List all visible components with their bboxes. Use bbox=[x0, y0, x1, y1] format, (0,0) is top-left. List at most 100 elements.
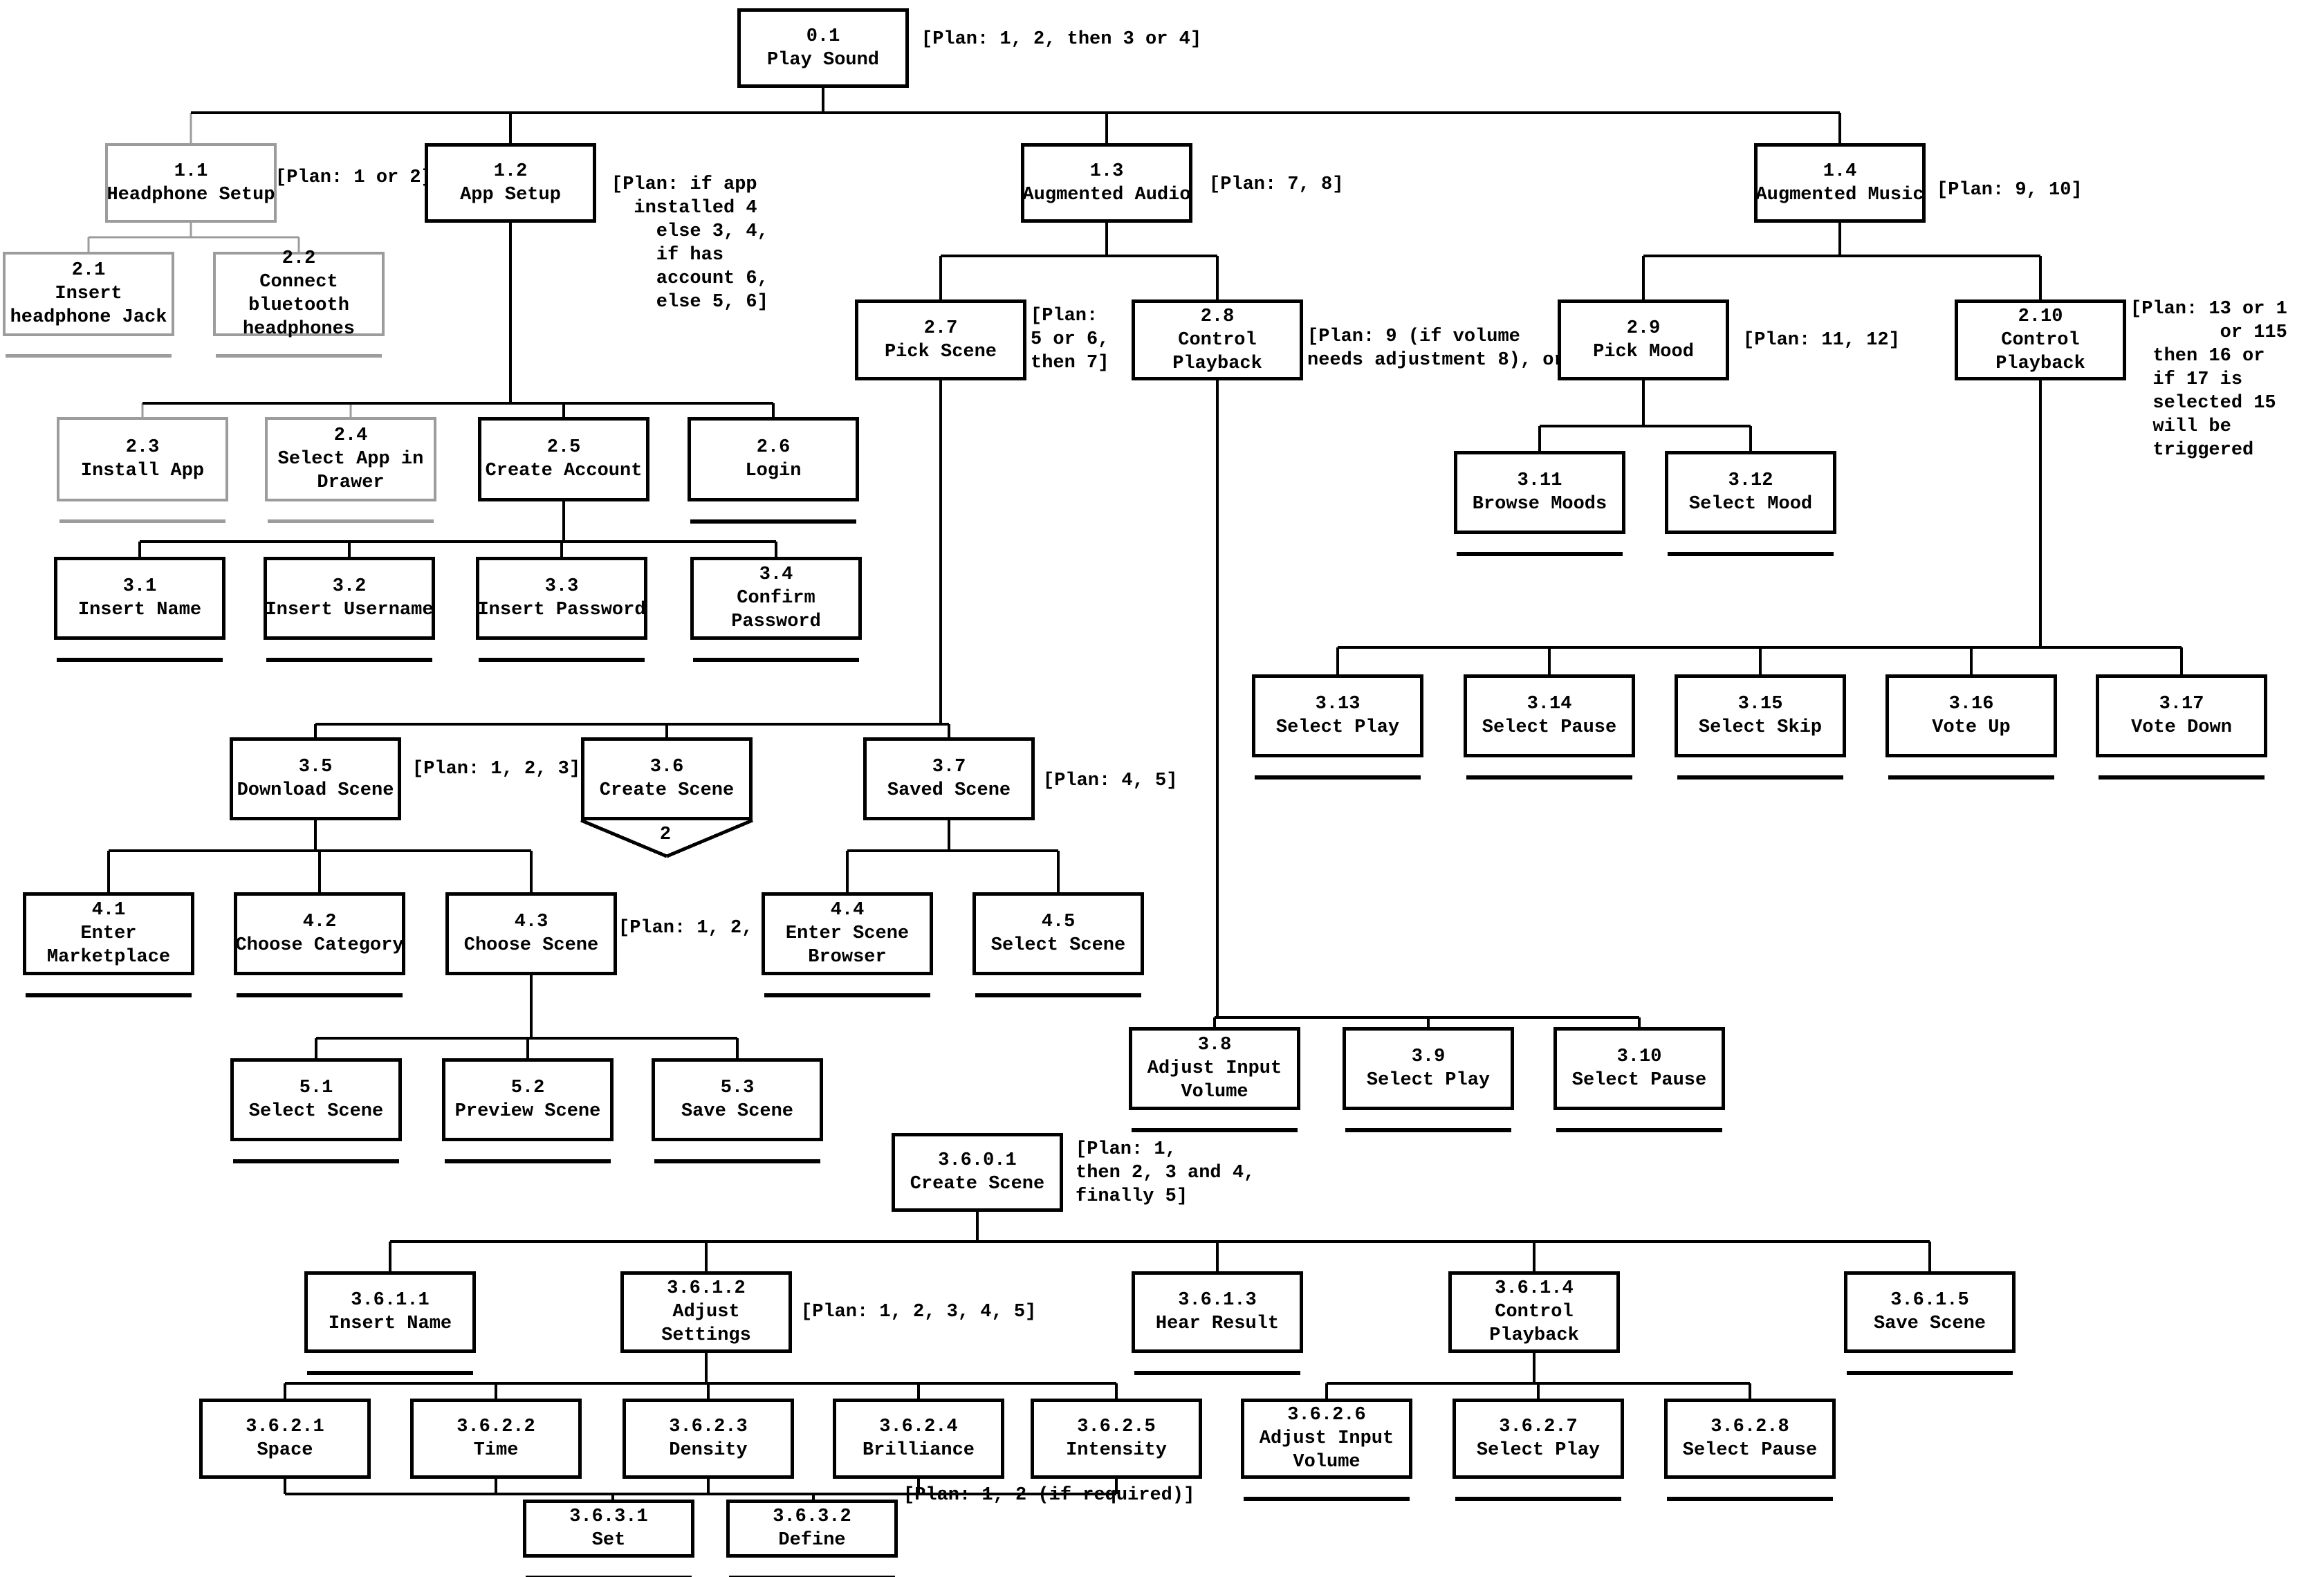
connector-segment bbox=[666, 818, 753, 858]
node-task-label: Select Skip bbox=[1698, 717, 1823, 738]
node-task-label: Select Pause bbox=[1482, 717, 1617, 738]
node-id-label: 3.17 bbox=[2159, 694, 2204, 714]
plan-3.6.3-annotation: [Plan: 1, 2 (if required)] bbox=[903, 1484, 1195, 1507]
terminal-underline bbox=[268, 519, 434, 523]
node-task-label: Playback bbox=[1995, 353, 2085, 374]
plan-line: [Plan: 9 (if volume bbox=[1307, 326, 1520, 347]
node-id-label: 3.15 bbox=[1737, 694, 1783, 714]
node-id-label: 3.6.1.2 bbox=[667, 1278, 746, 1299]
node-id-label: 1.3 bbox=[1089, 160, 1124, 182]
node-task-label: Space bbox=[257, 1440, 313, 1461]
node-id-label: 3.7 bbox=[932, 757, 966, 777]
terminal-underline bbox=[1556, 1128, 1722, 1132]
node-id-label: 2.6 bbox=[756, 437, 791, 458]
node-id-label: 3.6.2.1 bbox=[246, 1417, 324, 1437]
terminal-underline bbox=[1132, 1128, 1298, 1132]
node-task-label: Augmented Music bbox=[1755, 184, 1924, 205]
node-task-label: Browse Moods bbox=[1472, 494, 1607, 515]
node-id-label: 4.4 bbox=[830, 900, 865, 921]
terminal-underline bbox=[654, 1159, 820, 1163]
terminal-underline bbox=[479, 658, 645, 662]
node-id-label: 3.6.1.3 bbox=[1178, 1290, 1257, 1311]
node-task-label: Enter Scene bbox=[785, 923, 910, 944]
connector-segment bbox=[580, 818, 667, 858]
node-task-label: Set bbox=[591, 1530, 626, 1551]
node-id-label: 3.4 bbox=[759, 564, 793, 585]
plan-1.2-annotation: [Plan: if app installed 4 else 3, 4, if … bbox=[611, 173, 768, 314]
plan-line: triggered bbox=[2130, 440, 2254, 461]
node-id-label: 3.6.1.4 bbox=[1495, 1278, 1574, 1299]
plan-1.1-annotation: [Plan: 1 or 2] bbox=[275, 166, 432, 190]
node-task-label: Adjust Input bbox=[1147, 1058, 1282, 1079]
plan-line: [Plan: bbox=[1031, 306, 1098, 326]
node-task-label: Density bbox=[669, 1440, 748, 1461]
node-id-label: 3.3 bbox=[544, 576, 579, 597]
node-task-label: Preview Scene bbox=[454, 1101, 601, 1122]
node-task-label: Insert Password bbox=[477, 600, 646, 620]
plan-line: else 5, 6] bbox=[611, 292, 768, 313]
terminal-underline bbox=[764, 993, 930, 997]
plan-line: [Plan: 1, 2, then 3 or 4] bbox=[921, 29, 1202, 50]
node-task-label: Marketplace bbox=[46, 947, 171, 968]
node-task-label: Play Sound bbox=[766, 49, 880, 71]
node-id-label: 2.10 bbox=[2018, 306, 2063, 327]
plan-line: [Plan: 4, 5] bbox=[1043, 771, 1178, 791]
terminal-underline bbox=[445, 1159, 611, 1163]
node-id-label: 4.1 bbox=[91, 900, 126, 921]
plan-1.3-annotation: [Plan: 7, 8] bbox=[1209, 173, 1343, 196]
node-id-label: 3.6.1.1 bbox=[351, 1290, 430, 1311]
node-task-label: headphone Jack bbox=[10, 307, 167, 328]
terminal-underline bbox=[57, 658, 223, 662]
node-id-label: 3.6.2.2 bbox=[456, 1417, 535, 1437]
plan-3.6.1.2-annotation: [Plan: 1, 2, 3, 4, 5] bbox=[801, 1300, 1036, 1324]
plan-line: if 17 is bbox=[2130, 369, 2243, 390]
plan-1.4-annotation: [Plan: 9, 10] bbox=[1937, 178, 2083, 202]
terminal-underline bbox=[216, 354, 382, 358]
terminal-underline bbox=[26, 993, 192, 997]
node-id-label: 5.1 bbox=[299, 1078, 333, 1098]
plan-3.5-annotation: [Plan: 1, 2, 3] bbox=[412, 757, 580, 781]
plan-line: then 2, 3 and 4, bbox=[1076, 1163, 1255, 1183]
node-id-label: 3.16 bbox=[1948, 694, 1994, 714]
node-task-label: Login bbox=[745, 461, 802, 481]
node-task-label: Insert Name bbox=[77, 600, 202, 620]
node-id-label: 1.4 bbox=[1823, 160, 1857, 182]
node-task-label: App Setup bbox=[460, 184, 561, 205]
node-task-label: Install App bbox=[80, 461, 205, 481]
terminal-underline bbox=[1255, 775, 1421, 780]
terminal-underline bbox=[1345, 1128, 1511, 1132]
node-id-label: 3.6.3.2 bbox=[773, 1506, 851, 1527]
node-id-label: 2.9 bbox=[1626, 317, 1661, 339]
node-id-label: 0.1 bbox=[806, 26, 840, 47]
plan-2.7-annotation: [Plan:5 or 6,then 7] bbox=[1031, 304, 1109, 375]
node-task-label: Choose Scene bbox=[463, 935, 599, 956]
terminal-underline bbox=[6, 354, 172, 358]
